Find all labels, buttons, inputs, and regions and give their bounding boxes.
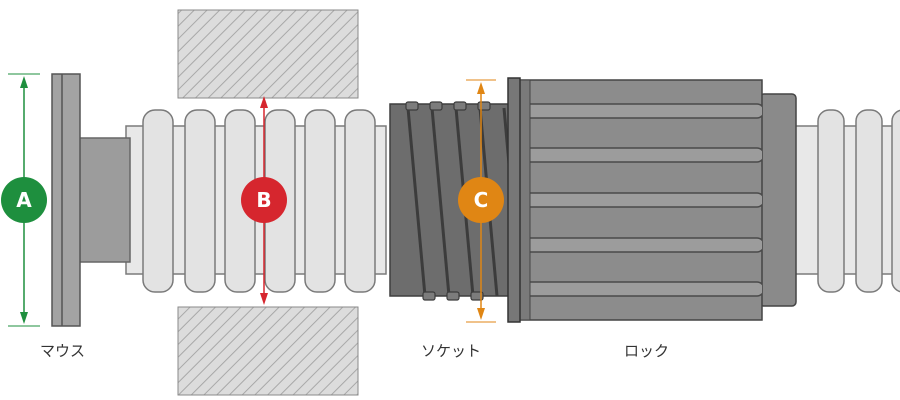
corrugated-hose-right <box>789 109 900 293</box>
socket-threaded-body <box>389 101 516 301</box>
svg-text:B: B <box>256 188 271 212</box>
badge-b: B <box>241 177 287 223</box>
svg-text:C: C <box>474 188 489 212</box>
badge-a: A <box>1 177 47 223</box>
label-mouth: マウス <box>40 342 86 360</box>
label-lock: ロック <box>624 342 670 360</box>
lower-panel-block <box>177 306 359 396</box>
badge-c: C <box>458 177 504 223</box>
lock-nut <box>507 77 797 323</box>
svg-text:A: A <box>16 188 32 212</box>
upper-panel-block <box>177 9 359 99</box>
label-socket: ソケット <box>421 342 482 360</box>
badge-a-circle <box>1 177 47 223</box>
mouth-flange <box>51 73 81 327</box>
badge-b-circle <box>241 177 287 223</box>
mouth-cylinder <box>77 137 131 263</box>
badge-c-circle <box>458 177 504 223</box>
